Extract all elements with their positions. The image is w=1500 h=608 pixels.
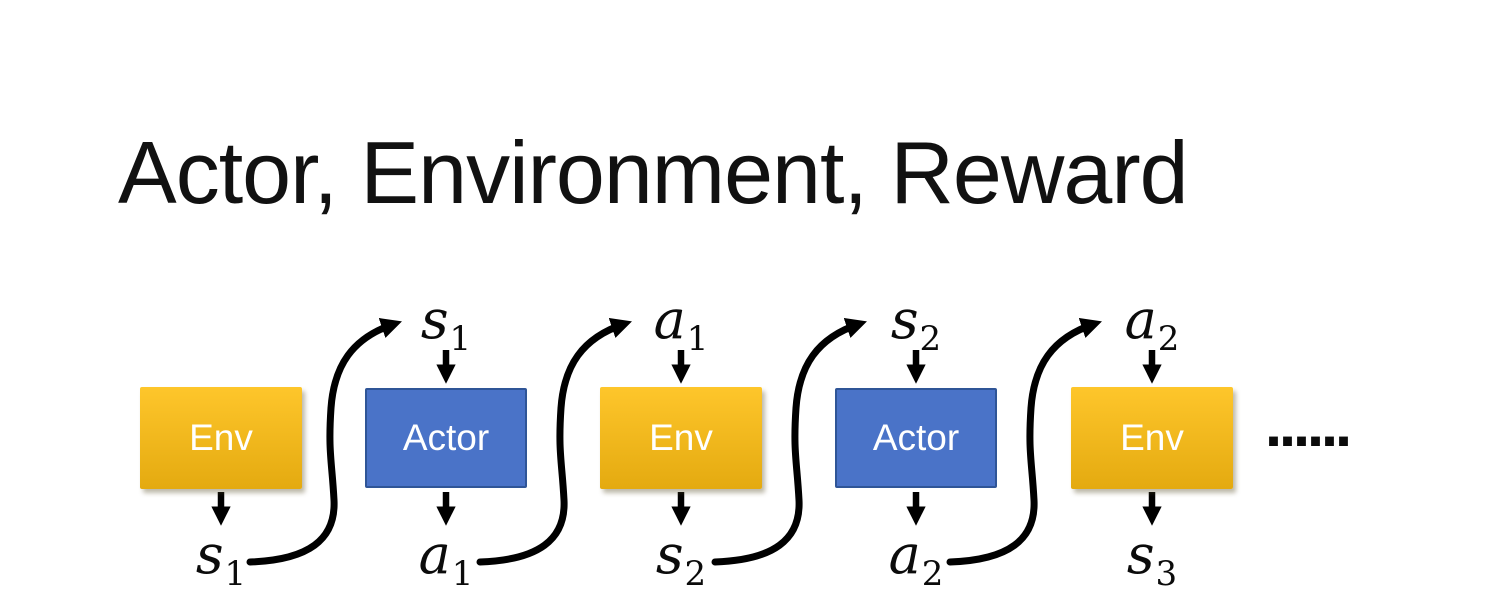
math-subscript: 1 xyxy=(224,554,247,594)
math-base: s xyxy=(195,523,224,586)
math-subscript: 1 xyxy=(686,319,709,359)
math-subscript: 2 xyxy=(1157,319,1180,359)
math-base: a xyxy=(888,523,921,586)
action-label-bottom-a2: a2 xyxy=(889,528,944,601)
feedback-curve-arrow xyxy=(246,318,402,566)
state-label-top-s2: s2 xyxy=(891,293,941,366)
math-subscript: 2 xyxy=(919,319,942,359)
env-box-2: Env xyxy=(600,387,762,489)
action-label-bottom-a1: a1 xyxy=(419,528,474,601)
env-box-3: Env xyxy=(1071,387,1233,489)
ellipsis: ...... xyxy=(1264,400,1353,458)
state-label-bottom-s1: s1 xyxy=(196,528,246,601)
env-box-1: Env xyxy=(140,387,302,489)
feedback-curve-arrow xyxy=(711,318,867,566)
env-box-label: Env xyxy=(1120,417,1184,458)
state-label-bottom-s3: s3 xyxy=(1127,528,1177,601)
action-label-top-a1: a1 xyxy=(654,293,709,366)
math-subscript: 1 xyxy=(449,319,472,359)
math-base: s xyxy=(655,523,684,586)
math-subscript: 3 xyxy=(1155,554,1178,594)
state-label-bottom-s2: s2 xyxy=(656,528,706,601)
feedback-curve-arrow xyxy=(476,318,632,566)
math-subscript: 1 xyxy=(451,554,474,594)
math-base: s xyxy=(890,288,919,351)
actor-box-1: Actor xyxy=(365,388,527,488)
env-box-label: Env xyxy=(189,417,253,458)
slide-title: Actor, Environment, Reward xyxy=(118,123,1189,222)
actor-box-2: Actor xyxy=(835,388,997,488)
math-subscript: 2 xyxy=(921,554,944,594)
actor-box-label: Actor xyxy=(402,417,490,458)
math-base: s xyxy=(420,288,449,351)
math-base: a xyxy=(1124,288,1157,351)
env-box-label: Env xyxy=(649,417,713,458)
feedback-curve-arrow xyxy=(946,318,1102,566)
actor-box-label: Actor xyxy=(872,417,960,458)
math-base: a xyxy=(418,523,451,586)
math-base: a xyxy=(653,288,686,351)
math-base: s xyxy=(1126,523,1155,586)
state-label-top-s1: s1 xyxy=(421,293,471,366)
math-subscript: 2 xyxy=(684,554,707,594)
action-label-top-a2: a2 xyxy=(1125,293,1180,366)
